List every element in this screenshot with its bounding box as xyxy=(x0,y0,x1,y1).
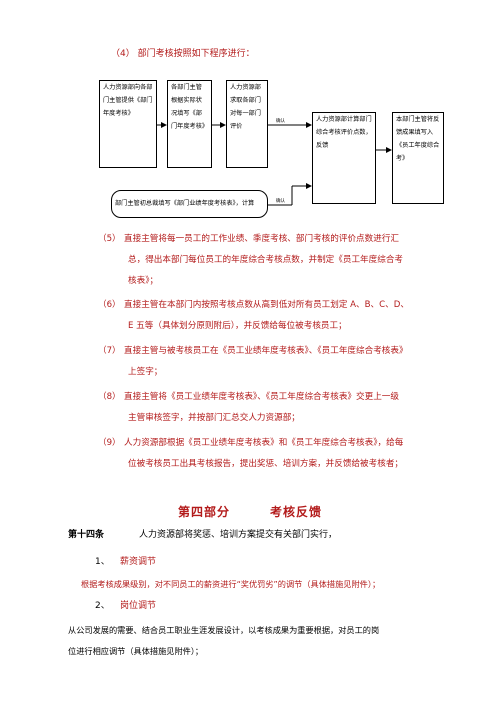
item-6: （6）直接主管在本部门内按照考核点数从高到低对所有员工划定 A、B、C、D、 E… xyxy=(98,300,409,331)
flowchart-connectors xyxy=(157,122,392,206)
item-5: （5）直接主管将每一员工的工作业绩、季度考核、部门考核的评价点数进行汇 总，得出… xyxy=(98,234,404,286)
article-text: 人力资源部将奖惩、培训方案提交有关部门实行， xyxy=(139,530,338,540)
sub-2-number: 2、 xyxy=(95,601,110,611)
sub-2-title: 岗位调节 xyxy=(120,601,157,611)
section-name: 考核反馈 xyxy=(270,505,323,519)
sub-2-body-line2: 位进行相应调节（具体措施见附件）； xyxy=(68,646,204,656)
flow-box-1: 人力资源部向各部门主管提供《部门年度考核》 xyxy=(99,80,157,168)
step-4-heading: （4） 部门考核按照如下程序进行： xyxy=(111,49,255,59)
item-8: （8）直接主管将《员工业绩年度考核表》、《员工年度综合考核表》交更上一级 主管审… xyxy=(98,392,399,423)
item-7: （7）直接主管与被考核员工在《员工业绩年度考核表》、《员工年度综合考核表》 上签… xyxy=(98,346,408,377)
sub-1-title: 薪资调节 xyxy=(120,557,157,567)
sub-1-body: 根据考核成果级别，对不同员工的薪资进行“奖优罚劣”的调节（具体措施见附件）； xyxy=(81,579,381,589)
article-label: 第十四条 xyxy=(68,530,105,540)
arrow-label-2: 确认 xyxy=(276,199,285,204)
section-part: 第四部分 xyxy=(177,505,230,519)
section-title: 第四部分 考核反馈 xyxy=(0,503,500,520)
sub-2-body-line1: 从公司发展的需要、结合员工职业生涯发展设计，以考核成果为重要根据，对员工的岗 xyxy=(68,625,380,635)
flow-box-5: 本部门主管将反馈成果填写入《员工年度综合考》 xyxy=(392,112,444,204)
item-9: （9）人力资源部根据《员工业绩年度考核表》和《员工年度综合考核表》，给每 位被考… xyxy=(98,438,404,469)
flow-box-6: 部门主管初总裁填写《部门业绩年度考核表》，计算 xyxy=(111,190,268,218)
flow-box-4: 人力资源部计算部门综合考核评价点数，反馈 xyxy=(312,112,376,204)
flow-box-3: 人力资源部求取各部门对每一部门评价 xyxy=(226,80,268,168)
arrow-label-1: 确认 xyxy=(276,119,285,124)
sub-1-number: 1、 xyxy=(95,557,110,567)
flow-box-2: 各部门主管根据实际状况填写《部门年度考核》 xyxy=(167,80,212,168)
